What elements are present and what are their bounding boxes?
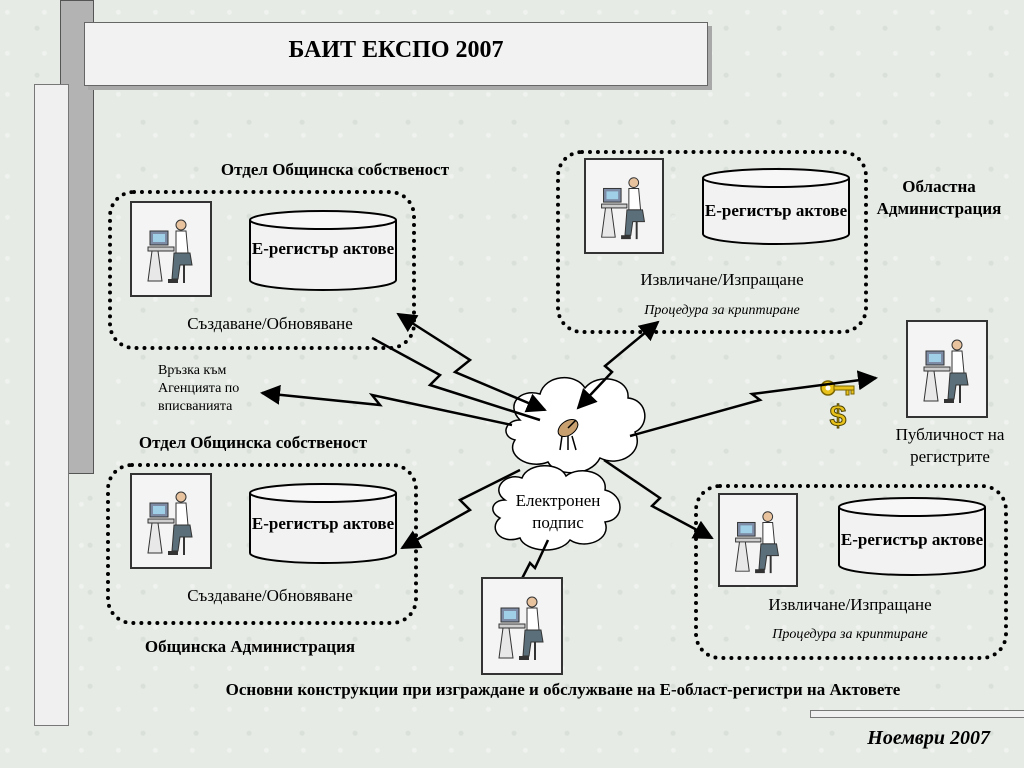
link-agency [260, 384, 513, 427]
decor-vertical-bar-light [34, 84, 69, 726]
database-cylinder-icon: Е-регистър актове [702, 168, 850, 246]
db-label: Е-регистър актове [704, 201, 848, 220]
agency-link-label: Връзка към Агенцията по вписванията [158, 363, 240, 414]
dollar-icon: $ [826, 398, 850, 434]
network-cloud [505, 376, 646, 474]
computer-user-icon [584, 158, 664, 254]
public-access-label: Публичност на регистрите [895, 425, 1005, 466]
bottom-left-action: Създаване/Обновяване [187, 586, 353, 605]
link-bottom-left [400, 468, 521, 550]
top-left-action: Създаване/Обновяване [187, 314, 353, 333]
bottom-right-procedure: Процедура за криптиране [772, 627, 928, 642]
db-label: Е-регистър актове [840, 530, 984, 549]
satellite-dish-icon [557, 418, 579, 451]
bottom-left-heading: Отдел Общинска собственост [138, 433, 368, 452]
db-label: Е-регистър актове [251, 514, 395, 533]
database-cylinder-icon: Е-регистър актове [838, 497, 986, 577]
svg-text:$: $ [830, 400, 847, 432]
computer-user-icon [130, 473, 212, 569]
link-top-left-2 [371, 336, 541, 422]
computer-user-icon [130, 201, 212, 297]
database-cylinder-icon: Е-регистър актове [249, 210, 397, 292]
top-right-heading: Областна Администрация [876, 177, 1002, 218]
computer-user-icon [481, 577, 563, 675]
database-cylinder-icon: Е-регистър актове [249, 483, 397, 565]
page-title: БАИТ ЕКСПО 2007 [288, 37, 504, 63]
bottom-left-footer: Общинска Администрация [144, 637, 356, 656]
cloud-signature-label: Електронен подпис [515, 491, 601, 532]
key-icon [820, 378, 856, 398]
bottom-right-action: Извличане/Изпращане [768, 595, 932, 614]
top-right-procedure: Процедура за криптиране [644, 303, 800, 318]
diagram-caption: Основни конструкции при изграждане и обс… [225, 680, 901, 699]
top-left-group [108, 190, 416, 350]
link-top-left [396, 312, 547, 413]
link-top-right [576, 320, 660, 410]
db-label: Е-регистър актове [251, 239, 395, 258]
top-left-heading: Отдел Общинска собственост [220, 160, 450, 179]
bottom-right-group [694, 484, 1008, 660]
top-right-group [556, 150, 868, 334]
top-right-action: Извличане/Изпращане [640, 270, 804, 289]
computer-user-icon [718, 493, 798, 587]
title-box: БАИТ ЕКСПО 2007 [84, 22, 708, 86]
computer-user-icon [906, 320, 988, 418]
date-label: Ноември 2007 [867, 727, 990, 749]
decor-horizontal-bar [810, 710, 1024, 718]
